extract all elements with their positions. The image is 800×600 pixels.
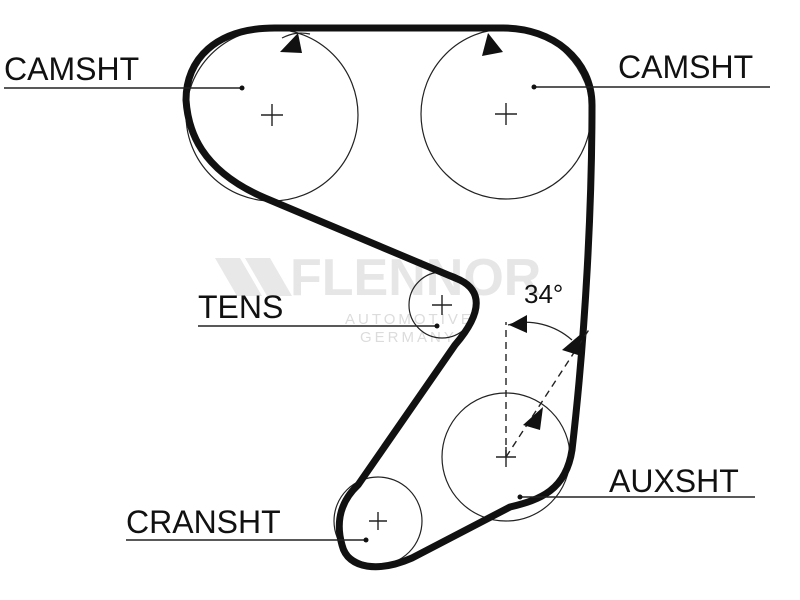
label-camshaft-right: CAMSHT (618, 49, 753, 85)
label-tensioner: TENS (198, 289, 283, 325)
angle-arrow-lower-icon (523, 407, 543, 430)
label-leaders (4, 86, 770, 541)
left-rotation-arrow-icon (280, 33, 302, 53)
leader-dots (239, 84, 537, 543)
timing-belt (182, 24, 596, 571)
angle-indicator: 34° (505, 279, 591, 458)
angle-arrow-left-icon (509, 315, 527, 333)
watermark-logo-icon (215, 258, 292, 296)
watermark-line2: GERMANY (360, 329, 457, 346)
watermark-line1: AUTOMOTIVE (345, 311, 474, 328)
angle-value: 34° (524, 279, 563, 309)
right-rotation-arrow-icon (482, 33, 503, 56)
label-crankshaft: CRANSHT (126, 504, 281, 540)
left-rotation-path (281, 32, 311, 39)
label-camshaft-left: CAMSHT (4, 51, 139, 87)
angle-arrow-right-icon (562, 333, 582, 355)
label-auxiliary-shaft: AUXSHT (609, 463, 739, 499)
